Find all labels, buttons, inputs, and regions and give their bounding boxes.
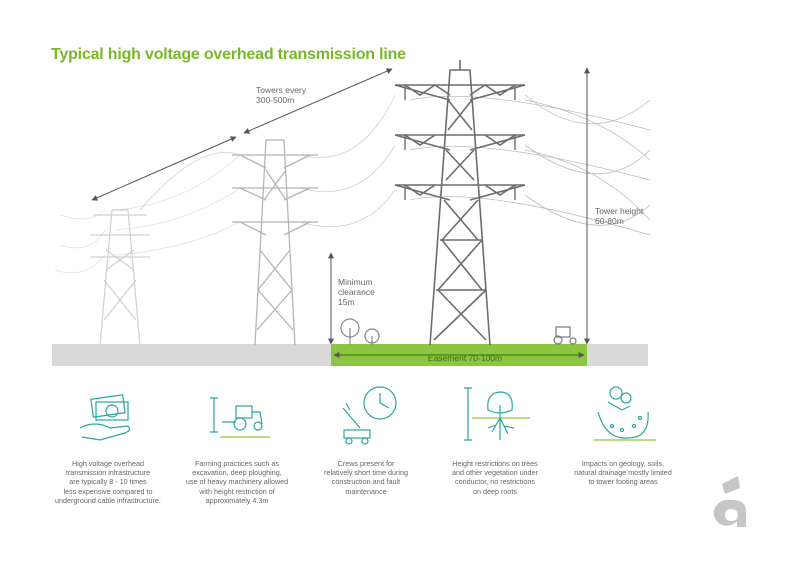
tower-height-label: Tower height 60-80m bbox=[595, 206, 644, 226]
middle-tower bbox=[232, 139, 318, 346]
dimension-arrows bbox=[91, 67, 590, 358]
company-logo-icon bbox=[713, 476, 746, 527]
conductor-wires bbox=[54, 94, 651, 274]
feature-caption-cost: High voltage overhead transmission infra… bbox=[55, 459, 161, 505]
tractor-icon bbox=[553, 326, 577, 345]
feature-caption-geology: Impacts on geology, soils, natural drain… bbox=[574, 459, 672, 487]
tree-roots-icon bbox=[464, 387, 530, 441]
feature-caption-vegetation: Height restrictions on trees and other v… bbox=[452, 459, 538, 496]
near-tower bbox=[394, 60, 526, 346]
money-hand-icon bbox=[79, 394, 131, 441]
page-title: Typical high voltage overhead transmissi… bbox=[51, 46, 406, 63]
tractor-height-icon bbox=[210, 397, 270, 438]
far-tower bbox=[90, 209, 150, 346]
min-clearance-label: Minimum clearance 15m bbox=[338, 277, 375, 307]
feature-caption-crews: Crews present for relatively short time … bbox=[324, 459, 408, 496]
insulators bbox=[404, 85, 516, 200]
feature-caption-farming: Farming practices such as excavation, de… bbox=[185, 459, 289, 505]
tree-icon bbox=[340, 318, 380, 345]
geology-drainage-icon bbox=[594, 386, 656, 441]
towers-spacing-label: Towers every 300-500m bbox=[256, 85, 307, 105]
easement-label: Easement 70-100m bbox=[427, 353, 503, 363]
crane-clock-icon bbox=[342, 386, 397, 445]
